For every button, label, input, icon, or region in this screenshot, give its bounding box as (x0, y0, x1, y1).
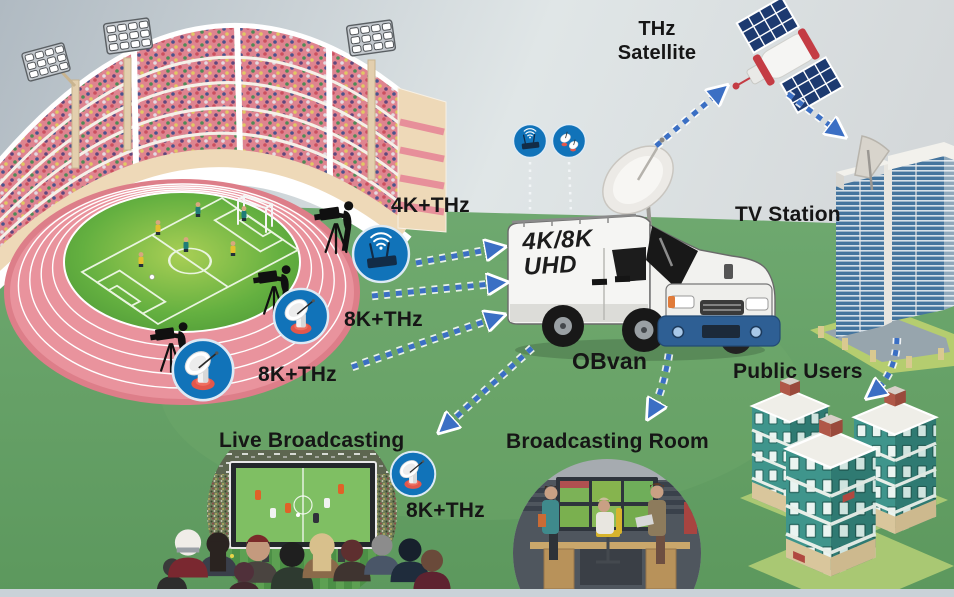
arrow-dish-upper-to-van (371, 283, 500, 301)
apartment-building (782, 414, 879, 577)
van-side-text: 4K/8K UHD (521, 224, 594, 281)
arrow-van-to-live-broadcasting (444, 344, 535, 428)
label-dish-feed-lower: 8K+THz (258, 363, 337, 386)
public-users-buildings (740, 377, 954, 597)
label-broadcasting-room: Broadcasting Room (506, 430, 709, 453)
dual-dish-icon (551, 123, 587, 159)
operator-seated (596, 497, 622, 564)
arrow-van-to-satellite (653, 90, 722, 150)
live-audience (156, 529, 451, 597)
floodlight-middle (102, 17, 154, 151)
label-thz-satellite: THz Satellite (617, 18, 697, 64)
arrow-dish-lower-to-van (350, 317, 498, 372)
icon-drop-lines (528, 161, 573, 215)
signal-arrows (350, 90, 902, 428)
operator-left (538, 485, 559, 560)
stadium-grandstand (0, 22, 447, 282)
players (138, 202, 247, 267)
satellite-dish-icon (272, 287, 330, 345)
soccer-field (80, 195, 300, 326)
hooded-spectator (168, 529, 208, 578)
tv-station-building (810, 135, 954, 374)
broadcasting-room-scene (513, 459, 701, 597)
label-dish-feed-upper: 8K+THz (344, 308, 423, 331)
floodlight-left (20, 41, 80, 169)
label-public-users: Public Users (733, 360, 863, 383)
label-live-broadcasting: Live Broadcasting (219, 429, 405, 452)
label-live-feed: 8K+THz (406, 499, 485, 522)
label-tv-station: TV Station (735, 203, 841, 226)
stadium-screen (229, 461, 377, 549)
bottom-strip (0, 589, 954, 597)
operator-right (635, 482, 666, 564)
ob-van (507, 137, 781, 361)
van-roof-dish-icon (602, 137, 674, 231)
thz-satellite-icon (732, 0, 845, 115)
floodlight-right (345, 19, 397, 181)
rooftop-dish-icon (854, 135, 890, 191)
running-track (4, 179, 360, 405)
wifi-router-icon (512, 123, 548, 159)
satellite-dish-icon (171, 338, 235, 402)
label-obvan: OBvan (572, 348, 648, 374)
label-camera-feed: 4K+THz (391, 194, 470, 217)
satellite-dish-icon (389, 450, 437, 498)
arrow-router-to-van (415, 248, 498, 268)
wifi-router-icon (351, 224, 411, 284)
